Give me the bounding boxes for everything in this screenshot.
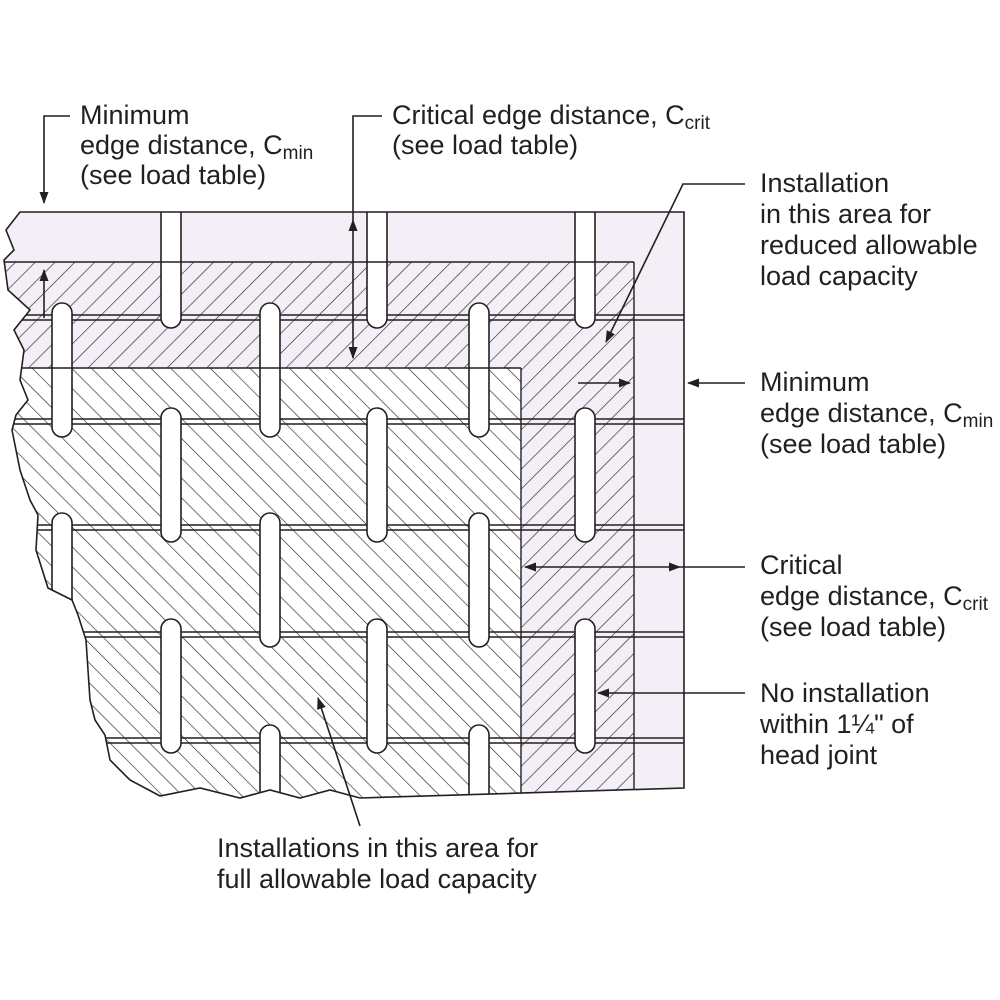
head-joint-slots — [51, 212, 596, 798]
leaders — [39, 115, 745, 827]
top-center-leader — [352, 115, 382, 220]
top-left-label: Minimum edge distance, Cmin (see load ta… — [80, 100, 321, 190]
top-left-leader — [39, 115, 70, 204]
full-area-leader — [317, 697, 361, 827]
masonry-wall — [4, 212, 684, 798]
right-min-label: Minimum edge distance, Cmin (see load ta… — [760, 367, 1000, 459]
labels: Minimum edge distance, Cmin (see load ta… — [80, 100, 1000, 894]
reduced-area-leader — [605, 183, 745, 343]
full-area-label: Installations in this area for full allo… — [217, 833, 546, 894]
right-crit-label: Critical edge distance, Ccrit (see load … — [760, 550, 995, 642]
wall-outline — [3, 211, 685, 799]
zone-boundaries — [4, 261, 635, 798]
top-center-label: Critical edge distance, Ccrit (see load … — [392, 100, 717, 160]
head-joint-label: No installation within 1¼" of head joint — [759, 678, 937, 770]
reduced-area-label: Installation in this area for reduced al… — [760, 168, 985, 291]
